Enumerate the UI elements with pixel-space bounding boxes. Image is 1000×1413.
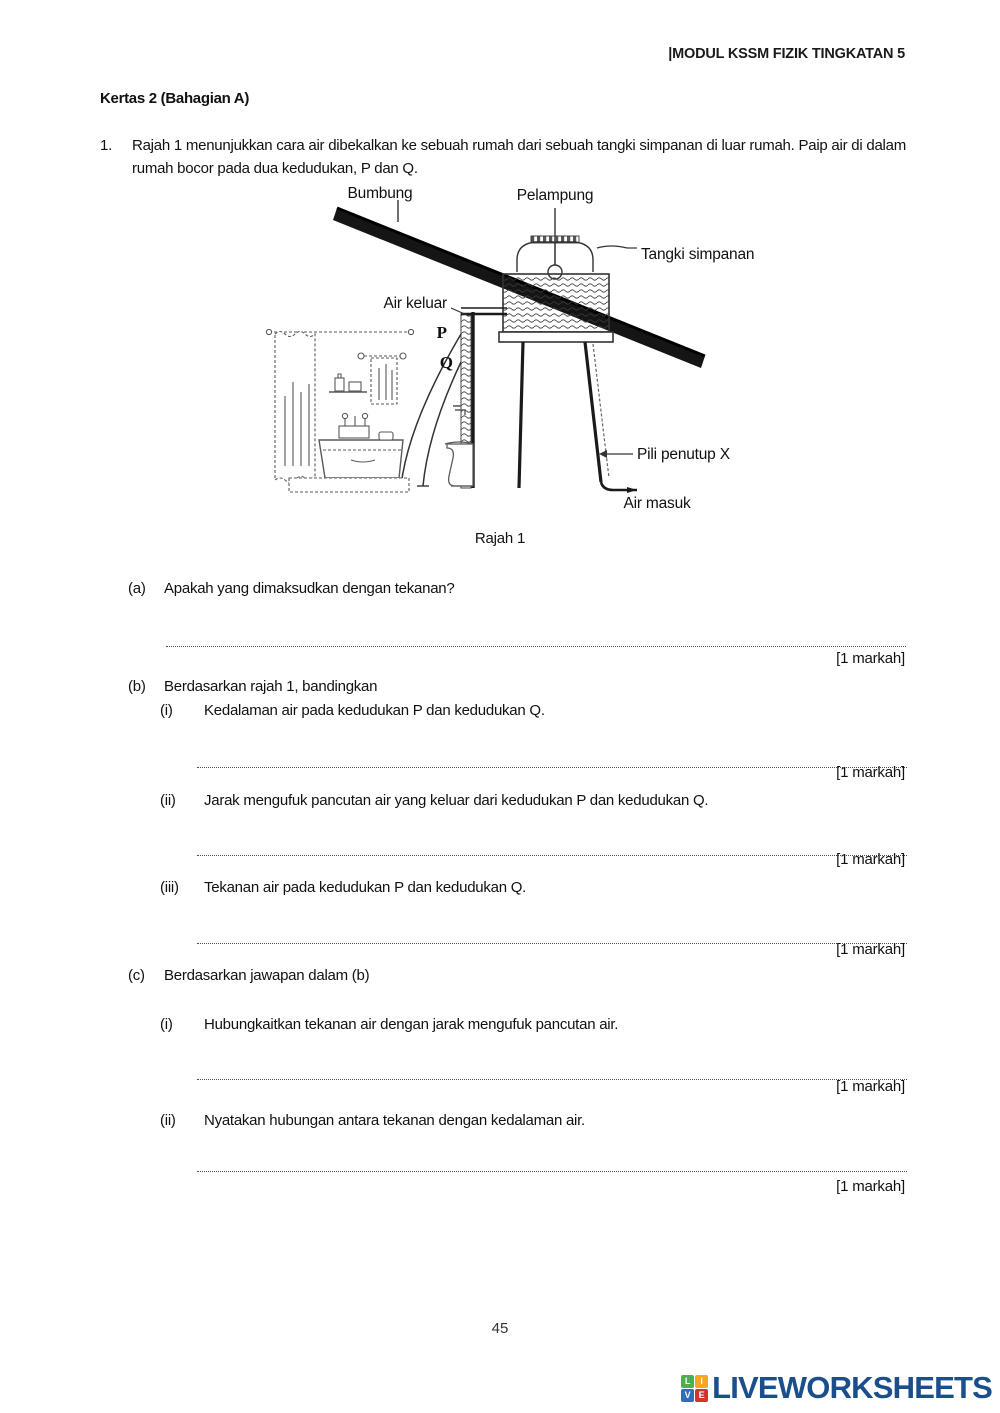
figure-label-point-p: P — [437, 323, 447, 342]
part-c-sub-ii: (ii) Nyatakan hubungan antara tekanan de… — [160, 1110, 920, 1133]
part-b-text: Berdasarkan rajah 1, bandingkan — [164, 678, 378, 695]
answer-line-b-ii[interactable] — [197, 841, 907, 856]
answer-line-c-ii[interactable] — [197, 1157, 907, 1172]
storage-tank-shape — [498, 235, 614, 343]
page-number: 45 — [491, 1320, 509, 1337]
figure-label-tank: Tangki simpanan — [641, 246, 754, 263]
part-a-label: (a) — [128, 580, 146, 597]
part-b-sub-i-text: Kedalaman air pada kedudukan P dan kedud… — [204, 702, 545, 719]
question-stem: 1. Rajah 1 menunjukkan cara air dibekalk… — [100, 134, 910, 181]
figure-rajah-1: Bumbung Pelampung Tangki simpanan — [255, 186, 815, 516]
figure-label-water-out: Air keluar — [384, 295, 448, 312]
marks-b-i: [1 markah] — [836, 764, 905, 781]
part-b-sub-i-label: (i) — [160, 702, 173, 719]
part-b-sub-iii-text: Tekanan air pada kedudukan P dan keduduk… — [204, 879, 527, 896]
marks-b-iii: [1 markah] — [836, 941, 905, 958]
figure-caption: Rajah 1 — [474, 530, 526, 547]
figure-label-point-q: Q — [440, 353, 453, 372]
answer-line-b-i[interactable] — [197, 753, 907, 768]
part-c-text: Berdasarkan jawapan dalam (b) — [164, 967, 370, 984]
bathroom-scene — [265, 328, 474, 493]
part-c-sub-i-label: (i) — [160, 1016, 173, 1033]
part-c-sub-i: (i) Hubungkaitkan tekanan air dengan jar… — [160, 1014, 920, 1037]
part-c-sub-ii-label: (ii) — [160, 1112, 176, 1129]
liveworksheets-logo-icon: L I V E — [681, 1374, 709, 1402]
liveworksheets-logo[interactable]: L I V E LIVEWORKSHEETS — [681, 1370, 993, 1406]
part-b-sub-ii-text: Jarak mengufuk pancutan air yang keluar … — [204, 792, 709, 809]
figure-label-float: Pelampung — [517, 187, 594, 204]
section-title: Kertas 2 (Bahagian A) — [100, 90, 250, 107]
answer-line-a[interactable] — [166, 632, 906, 647]
figure-label-roof: Bumbung — [348, 186, 413, 202]
answer-line-c-i[interactable] — [197, 1065, 907, 1080]
answer-line-b-iii[interactable] — [197, 929, 907, 944]
question-number: 1. — [100, 137, 113, 154]
part-b-sub-ii: (ii) Jarak mengufuk pancutan air yang ke… — [160, 790, 920, 813]
part-a: (a) Apakah yang dimaksudkan dengan tekan… — [128, 578, 918, 601]
marks-c-ii: [1 markah] — [836, 1178, 905, 1195]
part-b-label: (b) — [128, 678, 146, 695]
part-b-sub-ii-label: (ii) — [160, 792, 176, 809]
marks-a: [1 markah] — [836, 650, 905, 667]
page-header-title: |MODUL KSSM FIZIK TINGKATAN 5 — [668, 46, 905, 62]
part-c-label: (c) — [128, 967, 145, 984]
marks-c-i: [1 markah] — [836, 1078, 905, 1095]
logo-tile-i: I — [695, 1374, 709, 1388]
logo-tile-e: E — [695, 1388, 709, 1402]
part-b: (b) Berdasarkan rajah 1, bandingkan — [128, 676, 918, 699]
figure-label-stopcock: Pili penutup X — [637, 446, 731, 463]
part-a-text: Apakah yang dimaksudkan dengan tekanan? — [164, 580, 455, 597]
part-c-sub-i-text: Hubungkaitkan tekanan air dengan jarak m… — [204, 1016, 619, 1033]
liveworksheets-wordmark: LIVEWORKSHEETS — [712, 1370, 993, 1405]
figure-label-water-in: Air masuk — [623, 495, 691, 512]
supply-pipes — [517, 341, 637, 493]
part-b-sub-i: (i) Kedalaman air pada kedudukan P dan k… — [160, 700, 920, 723]
part-b-sub-iii-label: (iii) — [160, 879, 179, 896]
part-c-sub-ii-text: Nyatakan hubungan antara tekanan dengan … — [204, 1112, 585, 1129]
marks-b-ii: [1 markah] — [836, 851, 905, 868]
question-stem-text: Rajah 1 menunjukkan cara air dibekalkan … — [132, 137, 906, 178]
logo-tile-v: V — [681, 1388, 695, 1402]
part-b-sub-iii: (iii) Tekanan air pada kedudukan P dan k… — [160, 877, 920, 900]
logo-tile-l: L — [681, 1374, 695, 1388]
part-c: (c) Berdasarkan jawapan dalam (b) — [128, 965, 918, 988]
